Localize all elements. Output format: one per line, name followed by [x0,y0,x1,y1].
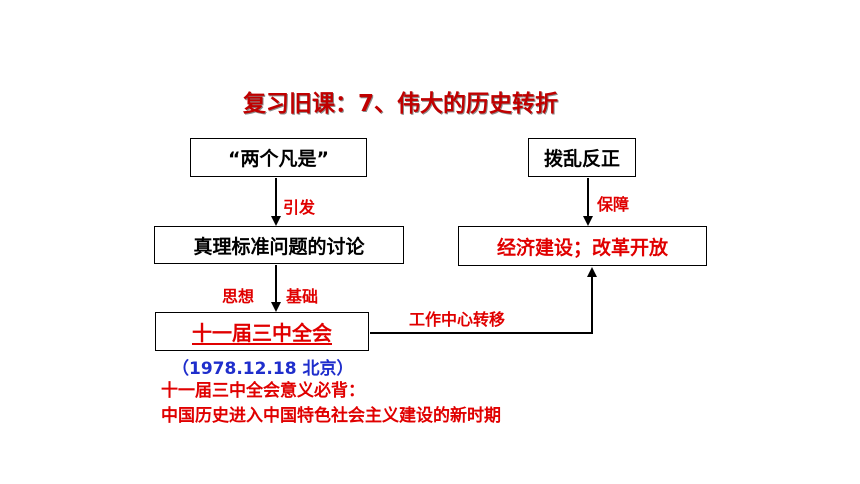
node-two-whatevers: “两个凡是” [190,138,367,177]
edge-label-thought: 思想 [222,287,255,306]
edge-label-shift-focus: 工作中心转移 [409,310,506,329]
edge-label-trigger: 引发 [283,198,316,217]
page-title: 复习旧课：7、伟大的历史转折 [243,91,559,117]
significance-text: 中国历史进入中国特色社会主义建设的新时期 [161,406,501,426]
node-third-plenum: 十一届三中全会 [155,312,369,351]
edge-label-guarantee: 保障 [597,195,630,214]
arrow-shift-focus [370,267,597,334]
date-place-note: （1978.12.18 北京） [172,359,354,379]
significance-heading: 十一届三中全会意义必背： [161,381,365,401]
node-truth-debate: 真理标准问题的讨论 [154,226,404,264]
edge-label-foundation: 基础 [286,287,319,306]
node-economy-reform: 经济建设；改革开放 [458,226,707,266]
node-third-plenum-label: 十一届三中全会 [192,321,332,345]
node-set-right: 拨乱反正 [528,138,636,177]
